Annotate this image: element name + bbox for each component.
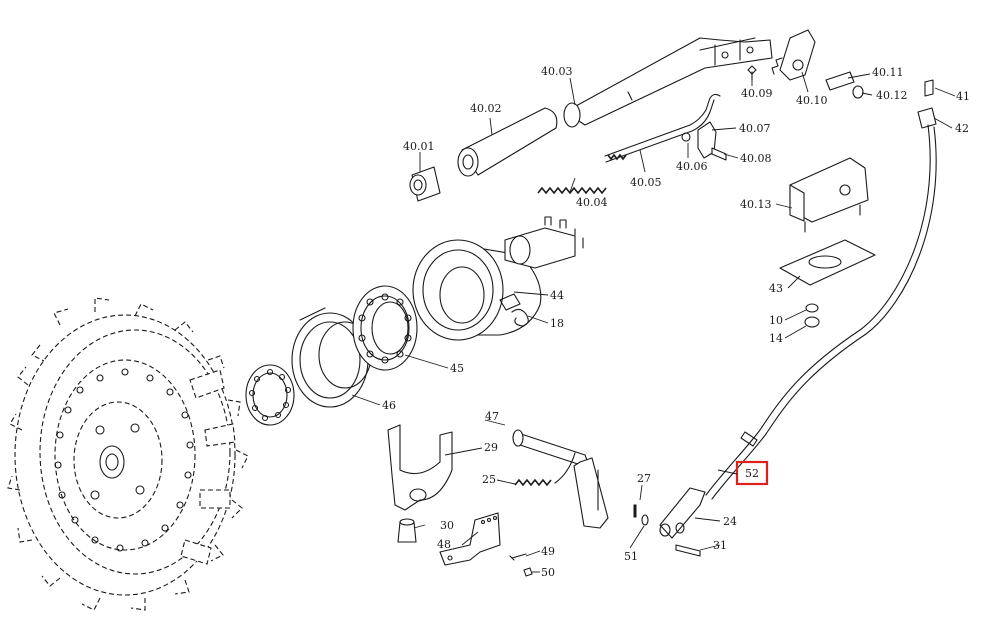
label-44: 44 [550,289,564,302]
label-47: 47 [485,410,499,423]
label-45: 45 [450,362,464,375]
part-44-housing [412,216,584,341]
part-40-11-pin [825,71,855,91]
part-29-fork [387,424,453,511]
part-40-08-pin [711,147,727,161]
part-40-13-bracket [789,157,869,233]
label-14: 14 [769,332,783,345]
part-40-05-rod [604,93,721,163]
label-40-13: 40.13 [740,198,772,211]
part-40-03-lever [563,37,773,128]
part-40-06-ring [681,132,691,142]
label-43: 43 [769,282,783,295]
part-51-ring [641,514,649,526]
label-52: 52 [745,467,759,480]
label-40-05: 40.05 [630,176,662,189]
part-40-12-washer [852,85,864,99]
flywheel-assembly [7,297,249,611]
label-31: 31 [713,539,727,552]
part-18-hook [511,308,529,327]
label-40-11: 40.11 [872,66,904,79]
part-10-nut [805,303,819,313]
part-48-bracket [439,512,501,566]
label-40-06: 40.06 [676,160,708,173]
leader-lines [351,71,956,573]
label-40-04: 40.04 [576,196,608,209]
part-40-01-sleeve [409,166,441,202]
label-48: 48 [437,538,451,551]
label-40-01: 40.01 [403,140,435,153]
label-29: 29 [484,441,498,454]
label-40-12: 40.12 [876,89,908,102]
part-40-04-spring [537,186,607,195]
part-50-nut [523,567,533,577]
label-40-10: 40.10 [796,94,828,107]
label-10: 10 [769,314,783,327]
label-41: 41 [956,90,970,103]
label-25: 25 [482,473,496,486]
part-47-shaft [512,429,609,529]
part-42-adjuster [917,107,937,129]
label-51: 51 [624,550,638,563]
part-49-screw [509,553,527,561]
part-41-fitting [924,79,934,97]
highlight-box-52[interactable] [735,460,769,486]
part-27-pin [633,504,637,518]
label-50: 50 [541,566,555,579]
label-40-03: 40.03 [541,65,573,78]
part-labels: 40.01 40.02 40.03 40.04 40.05 40.06 40.0… [382,65,970,579]
label-40-09: 40.09 [741,87,773,100]
part-40-02-grip [457,107,558,177]
clutch-cable [705,124,937,500]
label-40-08: 40.08 [740,152,772,165]
part-31-pin [675,544,701,557]
label-18: 18 [550,317,564,330]
part-43-plate [779,239,876,286]
part-24-clevis [659,487,706,539]
part-46-bearing [245,364,295,426]
label-30: 30 [440,519,454,532]
part-45-bearing [352,285,418,371]
label-40-07: 40.07 [739,122,771,135]
label-40-02: 40.02 [470,102,502,115]
part-14-washer [804,316,820,328]
label-46: 46 [382,399,396,412]
label-42: 42 [955,122,969,135]
part-30-bolt [397,518,417,543]
part-40-10-ratchet [771,29,816,81]
part-25-spring [514,452,576,487]
label-49: 49 [541,545,555,558]
label-24: 24 [723,515,737,528]
label-27: 27 [637,472,651,485]
